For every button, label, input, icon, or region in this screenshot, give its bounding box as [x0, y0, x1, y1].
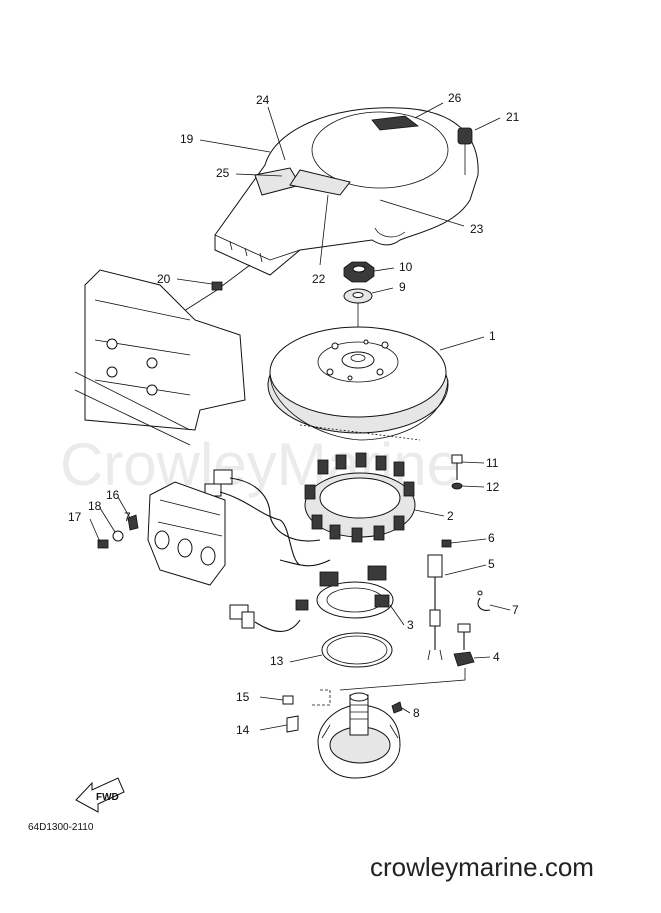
part-label-11: 11	[486, 456, 499, 470]
fwd-arrow-icon: FWD	[75, 777, 125, 813]
reference-lines	[310, 668, 466, 706]
screw-15	[282, 695, 294, 705]
part-label-7: 7	[512, 603, 519, 617]
key-8	[391, 701, 403, 714]
fwd-label: FWD	[96, 792, 119, 803]
part-label-10: 10	[399, 260, 413, 274]
part-label-1: 1	[489, 329, 496, 343]
part-label-5: 5	[488, 557, 495, 571]
part-label-21: 21	[506, 110, 520, 124]
screw-6	[441, 539, 452, 548]
part-label-20: 20	[157, 272, 171, 286]
part-label-16: 16	[106, 488, 120, 502]
part-label-19: 19	[180, 132, 194, 146]
washer-9	[343, 288, 373, 360]
part-label-4: 4	[493, 650, 500, 664]
base-assembly	[317, 692, 401, 779]
part-label-13: 13	[270, 654, 284, 668]
engine-block	[74, 269, 246, 446]
part-label-17: 17	[68, 510, 82, 524]
bolt-11	[451, 454, 463, 480]
part-label-12: 12	[486, 480, 500, 494]
screw-17	[97, 539, 109, 549]
part-label-8: 8	[413, 706, 420, 720]
part-label-6: 6	[488, 531, 495, 545]
leader-lines	[89, 102, 511, 731]
stator-2	[304, 452, 416, 543]
footer-url[interactable]: crowleymarine.com	[370, 852, 594, 882]
flywheel-cover	[214, 107, 479, 276]
pulser-coil-3	[229, 565, 394, 633]
bracket-assembly	[147, 481, 226, 586]
wire-harness	[204, 469, 331, 567]
part-label-3: 3	[407, 618, 414, 632]
part-label-15: 15	[236, 690, 250, 704]
ring-13	[321, 632, 393, 668]
washer-18	[112, 530, 124, 542]
part-label-25: 25	[216, 166, 230, 180]
screw-4	[453, 623, 475, 667]
bracket-14	[286, 715, 299, 733]
flywheel-1	[267, 326, 449, 441]
part-label-26: 26	[448, 91, 462, 105]
part-label-18: 18	[88, 499, 102, 513]
lead-wire-5	[427, 554, 443, 661]
part-label-22: 22	[312, 272, 326, 286]
bush-21	[457, 127, 473, 175]
part-label-23: 23	[470, 222, 484, 236]
part-label-24: 24	[256, 93, 270, 107]
part-label-7-left: 7	[124, 510, 131, 524]
diagram-code: 64D1300-2110	[28, 822, 94, 833]
clip-7	[477, 590, 491, 611]
part-label-9: 9	[399, 280, 406, 294]
nut-10	[343, 261, 375, 283]
washer-12	[451, 482, 463, 490]
part-label-14: 14	[236, 723, 250, 737]
part-label-2: 2	[447, 509, 454, 523]
clip-16	[127, 514, 139, 531]
part-labels: 24 26 21 19 25 23 22 20 10 9 1 11 12 2 6…	[68, 91, 520, 737]
